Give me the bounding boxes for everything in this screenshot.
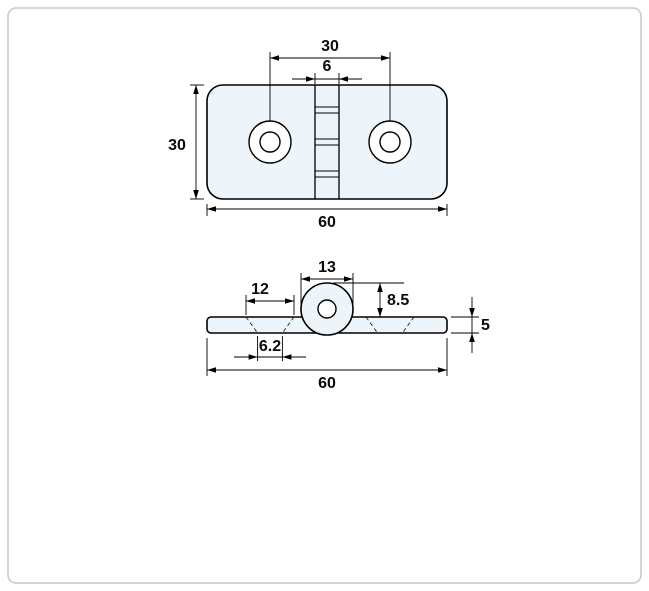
dim-label-countersink-dia: 12 xyxy=(251,281,269,298)
countersink-hidden-line xyxy=(245,316,258,334)
left-hole-circle xyxy=(259,131,281,153)
arrowhead xyxy=(285,298,294,304)
arrowhead xyxy=(339,76,348,82)
arrowhead xyxy=(377,283,383,292)
arrowhead xyxy=(438,206,447,212)
dim-label-pin-width: 6 xyxy=(323,58,332,75)
dim-label-plate-height: 30 xyxy=(168,137,186,154)
arrowhead xyxy=(469,308,475,317)
arrowhead xyxy=(344,276,353,282)
dim-pin-width: 6 xyxy=(292,58,362,84)
dim-label-overall-width-top: 60 xyxy=(318,214,336,231)
dim-label-hole-dia: 6.2 xyxy=(259,338,281,355)
arrowhead xyxy=(193,190,199,199)
arrowhead xyxy=(248,354,258,360)
arrowhead xyxy=(282,354,292,360)
dim-plate-height: 30 xyxy=(168,84,204,200)
arrowhead xyxy=(381,55,390,61)
arrowhead xyxy=(207,367,216,373)
dim-label-knuckle-height: 8.5 xyxy=(387,292,409,309)
countersink-hidden-line xyxy=(365,316,378,334)
arrowhead xyxy=(246,298,255,304)
arrowhead xyxy=(469,333,475,342)
countersink-hidden-line xyxy=(282,316,295,334)
arrowhead xyxy=(270,55,279,61)
dim-hole-dia: 6.2 xyxy=(234,336,306,361)
right-hole-circle xyxy=(379,131,401,153)
dim-label-plate-thickness: 5 xyxy=(481,317,490,334)
dim-overall-width-top: 60 xyxy=(206,204,448,231)
dim-knuckle-width: 13 xyxy=(300,259,354,306)
arrowhead xyxy=(438,367,447,373)
dim-hole-spacing: 30 xyxy=(269,38,391,121)
side-view: 13 12 8.5 5 xyxy=(206,259,490,392)
dim-knuckle-height: 8.5 xyxy=(333,282,409,317)
arrowhead xyxy=(207,206,216,212)
countersink-hidden-line xyxy=(402,316,415,334)
arrowhead xyxy=(301,276,310,282)
hinge-side-body xyxy=(206,282,448,336)
top-view: 30 6 30 60 xyxy=(168,38,448,231)
arrowhead xyxy=(306,76,315,82)
dim-label-knuckle-width: 13 xyxy=(318,259,336,276)
dim-countersink-dia: 12 xyxy=(245,281,295,315)
dim-label-hole-spacing: 30 xyxy=(321,38,339,55)
page-frame-border xyxy=(7,7,642,584)
hinge-top-body xyxy=(206,84,448,200)
hinge-plate-outline xyxy=(206,84,448,200)
arrowhead xyxy=(377,308,383,317)
dim-overall-width-side: 60 xyxy=(206,338,448,392)
dim-label-overall-width-side: 60 xyxy=(318,375,336,392)
pin-hole-circle xyxy=(317,299,337,319)
dim-plate-thickness: 5 xyxy=(451,297,490,353)
arrowhead xyxy=(193,85,199,94)
